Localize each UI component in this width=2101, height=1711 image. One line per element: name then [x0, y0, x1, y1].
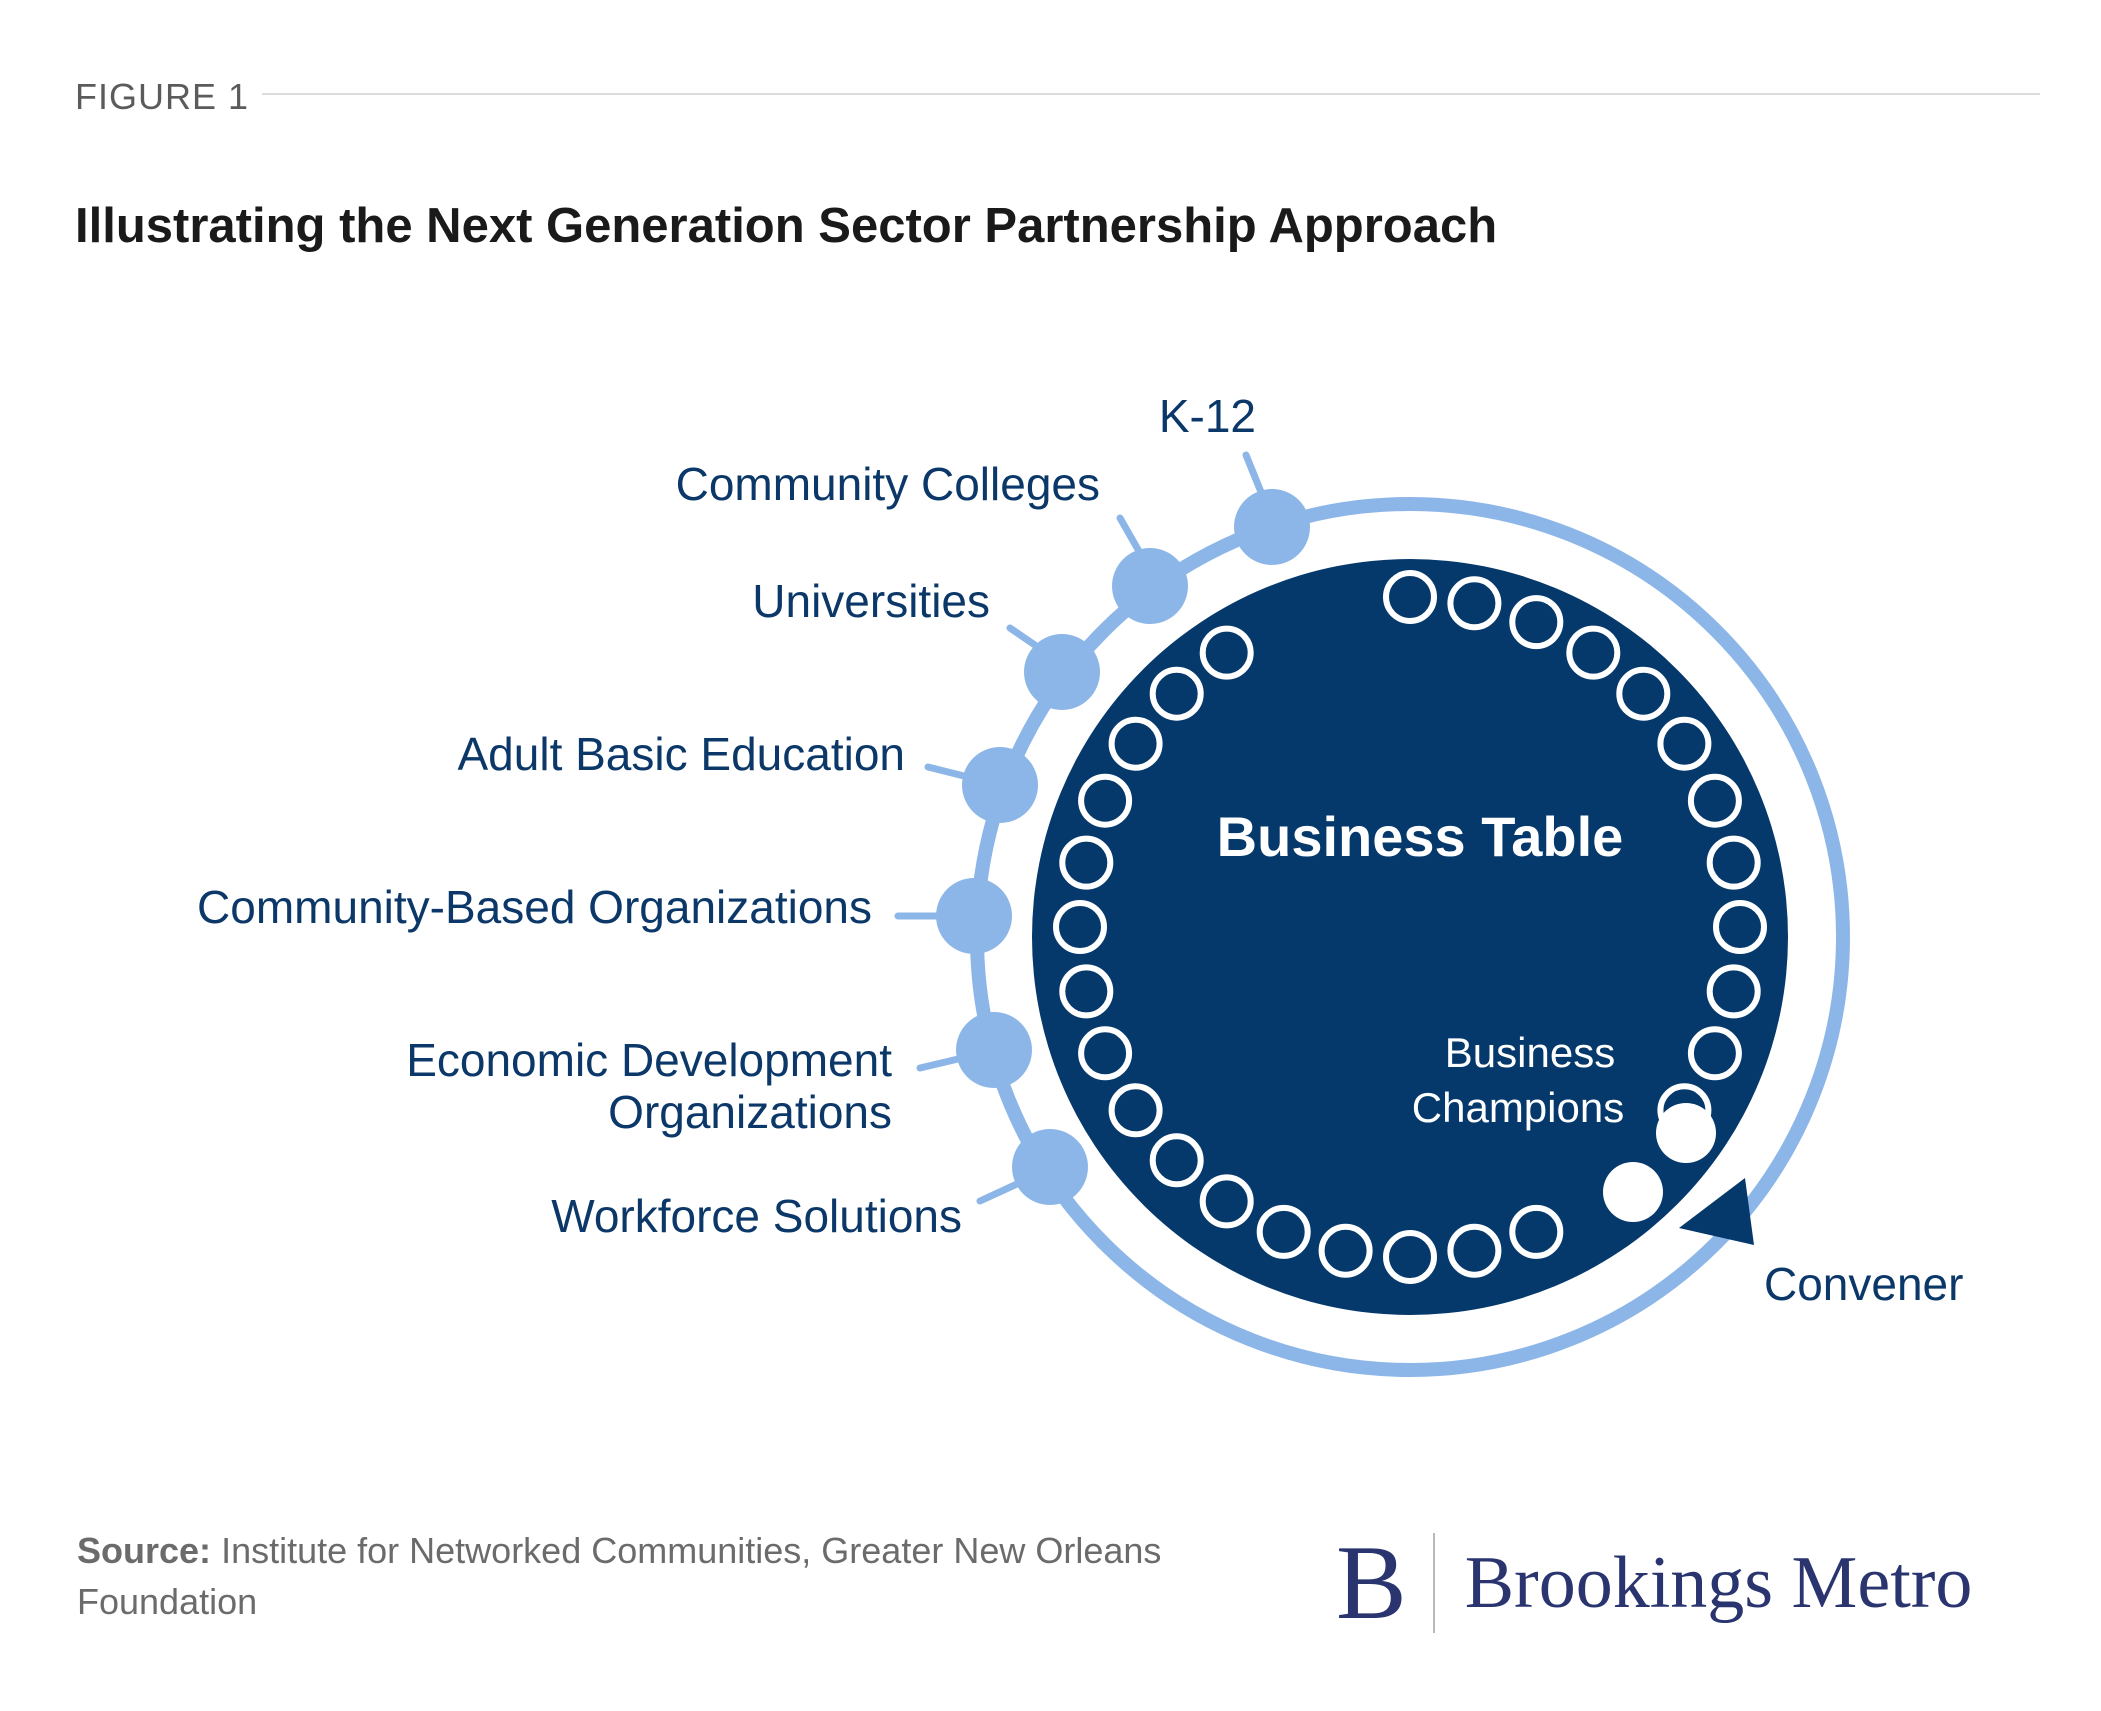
business-seat [1509, 1204, 1564, 1259]
business-table-circle [1032, 559, 1788, 1315]
business-seat [1706, 835, 1761, 890]
business-seat [1383, 1230, 1437, 1284]
partner-node-k12 [1234, 489, 1310, 565]
business-seat [1447, 1223, 1502, 1278]
business-seat [1657, 716, 1712, 771]
business-seat [1199, 625, 1254, 680]
business-seat [1447, 576, 1502, 631]
partner-node-community-colleges [1112, 548, 1188, 624]
partner-label-community-based-organizations: Community-Based Organizations [197, 881, 872, 933]
figure-label-rule [262, 93, 2040, 95]
business-seat [1256, 1204, 1311, 1259]
business-champions-label: Business [1445, 1029, 1615, 1076]
partner-nodes [936, 489, 1310, 1205]
business-seat [1078, 773, 1133, 828]
partner-label-adult-basic-education: Adult Basic Education [458, 728, 906, 780]
partner-node-economic-development-organizations [956, 1012, 1032, 1088]
partner-connector-k12 [1242, 451, 1265, 496]
business-seat [1687, 1026, 1742, 1081]
brand-name: Brookings Metro [1464, 1541, 1973, 1624]
business-seat [1108, 716, 1163, 771]
partner-label-economic-development: Economic Development [406, 1034, 892, 1086]
partner-node-adult-basic-education [962, 747, 1038, 823]
business-seat [1053, 900, 1107, 954]
business-seats [1053, 570, 1767, 1284]
business-champion-seat [1656, 1103, 1716, 1163]
source-note: Source: Institute for Networked Communit… [77, 1525, 1207, 1627]
partner-node-workforce-solutions [1012, 1129, 1088, 1205]
business-seat [1566, 625, 1621, 680]
business-seat [1616, 666, 1671, 721]
brand-divider [1432, 1533, 1435, 1633]
business-seat [1059, 835, 1114, 890]
business-champion-seat [1603, 1162, 1663, 1222]
convener-arrow-icon [1679, 1178, 1754, 1245]
source-prefix: Source: [77, 1530, 212, 1571]
partner-node-community-based-organizations [936, 878, 1012, 954]
business-champions-label: Champions [1412, 1084, 1624, 1131]
partner-label-economic-development-organizations: Organizations [608, 1086, 892, 1138]
partner-label-community-colleges: Community Colleges [676, 458, 1100, 510]
partner-label-universities: Universities [752, 575, 990, 627]
business-seat [1318, 1223, 1373, 1278]
business-seat [1078, 1026, 1133, 1081]
source-text: Institute for Networked Communities, Gre… [77, 1530, 1162, 1622]
business-table-label: Business Table [1217, 805, 1624, 868]
business-seat [1687, 773, 1742, 828]
business-seat [1149, 1133, 1204, 1188]
business-seat [1199, 1174, 1254, 1229]
convener-label: Convener [1764, 1258, 1963, 1310]
business-seat [1713, 900, 1767, 954]
business-seat [1059, 964, 1114, 1019]
partner-label-workforce-solutions: Workforce Solutions [551, 1190, 962, 1242]
partner-label-k12: K-12 [1159, 390, 1256, 442]
partner-node-universities [1024, 634, 1100, 710]
figure-label: FIGURE 1 [75, 76, 250, 117]
partner-connector-community-colleges [1116, 514, 1144, 557]
business-seat [1706, 964, 1761, 1019]
brand-mark: B [1336, 1524, 1407, 1641]
business-seat [1383, 570, 1437, 624]
business-seat [1149, 666, 1204, 721]
business-seat [1509, 595, 1564, 650]
brand-logo: B Brookings Metro [1336, 1528, 1972, 1638]
business-seat [1108, 1083, 1163, 1138]
figure-title: Illustrating the Next Generation Sector … [75, 199, 1498, 253]
